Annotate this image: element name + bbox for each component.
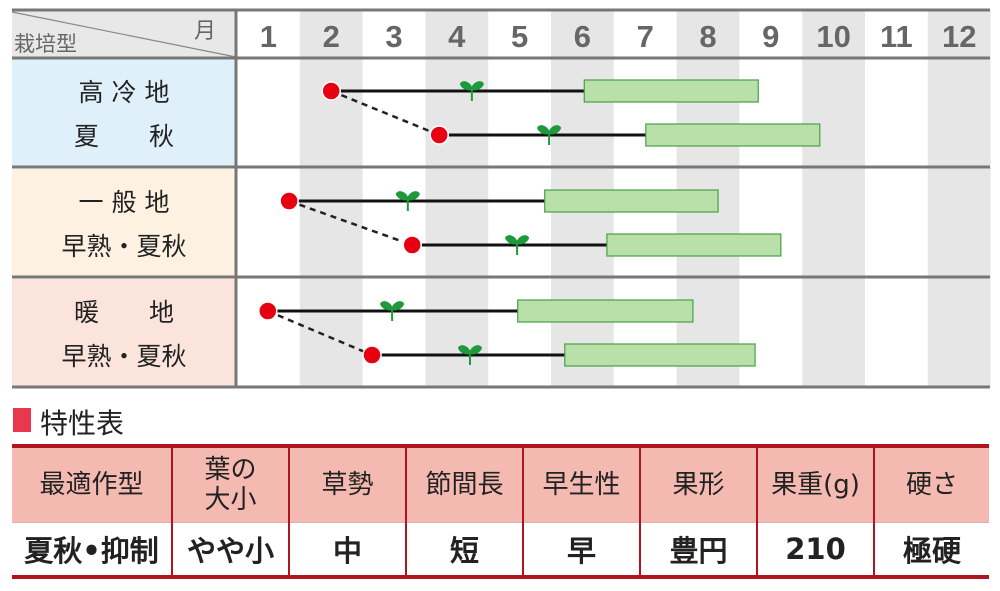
corner-col-label: 月 bbox=[194, 19, 216, 44]
dashed-connector bbox=[267, 309, 373, 357]
title-marker bbox=[13, 408, 31, 432]
month-label: 5 bbox=[511, 19, 528, 54]
traits-header-cell: 硬さ bbox=[873, 446, 989, 523]
sprout-icon bbox=[537, 125, 562, 145]
month-label: 6 bbox=[574, 19, 591, 54]
sprout-icon bbox=[505, 235, 530, 255]
sowing-dot bbox=[258, 301, 278, 321]
corner-diagonal bbox=[11, 11, 237, 58]
sprout-icon bbox=[380, 301, 405, 321]
traits-header-cell: 草勢 bbox=[288, 446, 406, 523]
group-label-cell bbox=[12, 59, 236, 166]
group-label: 夏 秋 bbox=[74, 122, 174, 151]
traits-value-cell: 豊円 bbox=[639, 522, 757, 577]
traits-header-cell: 節間長 bbox=[405, 446, 523, 523]
sowing-dot bbox=[429, 125, 449, 145]
month-label: 8 bbox=[699, 19, 716, 54]
group-label: 早熟・夏秋 bbox=[61, 232, 186, 261]
group-label-cell bbox=[12, 279, 236, 386]
month-label: 1 bbox=[260, 19, 277, 54]
traits-value-cell: 極硬 bbox=[873, 522, 989, 577]
harvest-bar bbox=[645, 123, 821, 147]
group-label-cell bbox=[12, 169, 236, 276]
traits-table: 最適作型葉の 大小草勢節間長早生性果形果重(g)硬さ 夏秋•抑制やや小中短早豊円… bbox=[12, 444, 989, 579]
group-label: 一 般 地 bbox=[79, 188, 170, 217]
month-label: 3 bbox=[385, 19, 402, 54]
harvest-bar bbox=[583, 79, 759, 103]
sprout-icon bbox=[395, 191, 420, 211]
group-label: 暖 地 bbox=[74, 298, 174, 327]
harvest-bar bbox=[544, 189, 719, 213]
dashed-connector bbox=[330, 89, 440, 137]
sowing-dot bbox=[362, 345, 382, 365]
harvest-bar bbox=[564, 343, 756, 367]
month-label: 2 bbox=[323, 19, 340, 54]
month-column-shade bbox=[425, 10, 489, 387]
traits-value-cell: 早 bbox=[522, 522, 640, 577]
harvest-bar bbox=[606, 233, 782, 257]
sowing-dot bbox=[279, 191, 299, 211]
traits-value-cell: 夏秋•抑制 bbox=[12, 522, 172, 577]
traits-header-cell: 最適作型 bbox=[12, 446, 172, 523]
month-label: 4 bbox=[448, 19, 466, 54]
month-label: 11 bbox=[880, 19, 913, 54]
month-label: 10 bbox=[816, 19, 850, 54]
month-label: 7 bbox=[637, 19, 654, 54]
corner-row-label: 栽培型 bbox=[14, 32, 77, 56]
traits-value-cell: 中 bbox=[288, 522, 406, 577]
traits-header-cell: 早生性 bbox=[522, 446, 640, 523]
group-label: 早熟・夏秋 bbox=[61, 342, 186, 371]
traits-header-row: 最適作型葉の 大小草勢節間長早生性果形果重(g)硬さ bbox=[12, 446, 989, 523]
traits-title: 特性表 bbox=[40, 407, 125, 440]
traits-header-cell: 果重(g) bbox=[756, 446, 874, 523]
month-label: 9 bbox=[762, 19, 779, 54]
month-column-shade bbox=[802, 10, 865, 387]
month-column-shade bbox=[299, 10, 363, 387]
sowing-dot bbox=[321, 81, 341, 101]
sprout-icon bbox=[457, 345, 483, 365]
traits-value-cell: 短 bbox=[405, 522, 523, 577]
traits-value-cell: 210 bbox=[756, 522, 874, 577]
harvest-bar bbox=[517, 299, 694, 323]
traits-header-cell: 果形 bbox=[639, 446, 757, 523]
traits-header-cell: 葉の 大小 bbox=[171, 446, 289, 523]
sowing-dot bbox=[402, 235, 422, 255]
month-column-shade bbox=[927, 10, 991, 387]
traits-value-cell: やや小 bbox=[171, 522, 289, 577]
group-label: 高 冷 地 bbox=[79, 78, 170, 107]
sprout-icon bbox=[459, 81, 484, 101]
month-label: 12 bbox=[942, 19, 976, 54]
